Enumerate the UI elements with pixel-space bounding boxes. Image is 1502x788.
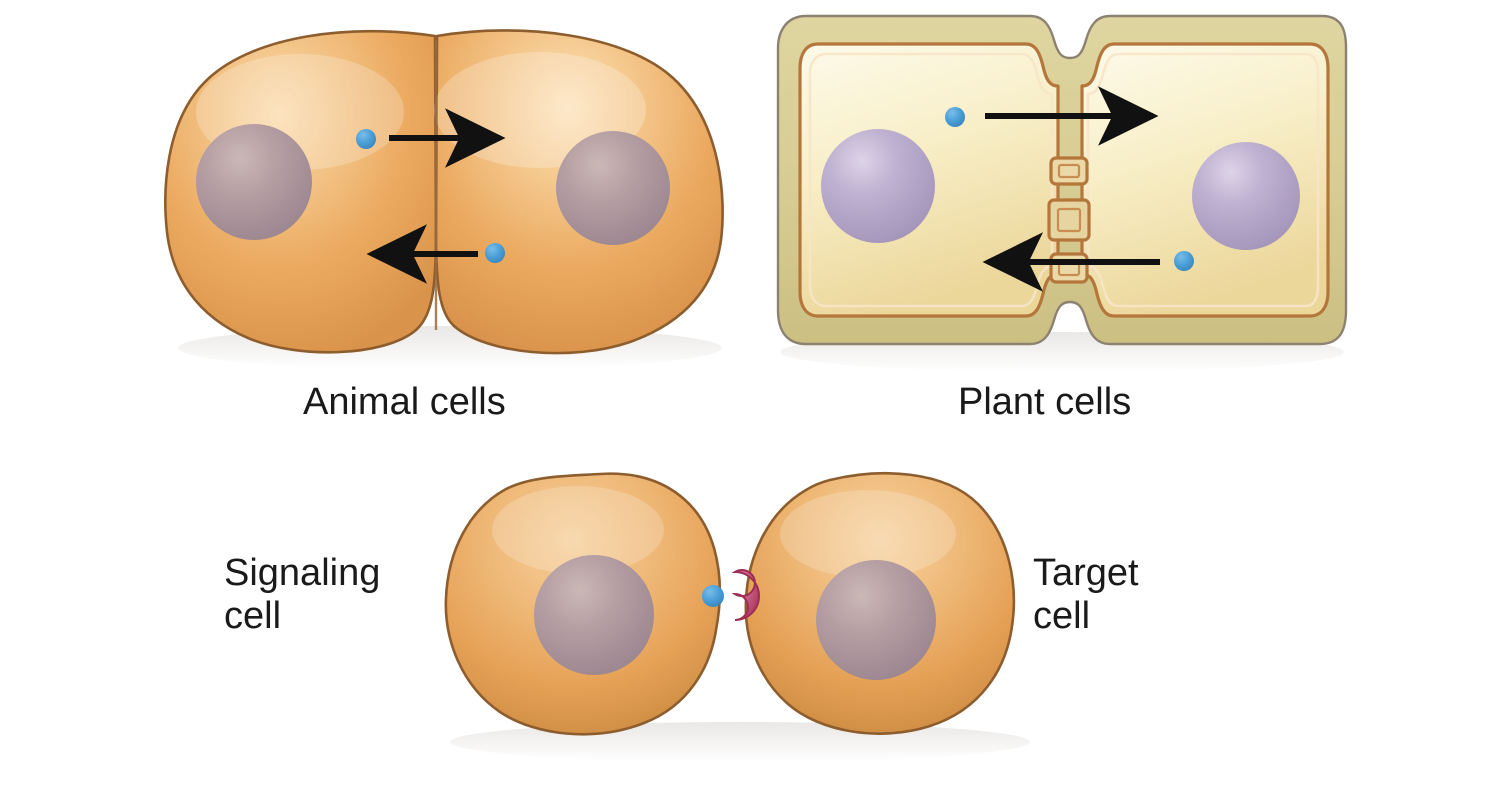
animal-cell-right[interactable] [434, 29, 724, 355]
label-signaling-cell: Signaling cell [224, 552, 381, 638]
plant-cell-left-nucleus [821, 129, 935, 243]
receptor-highlight [729, 575, 743, 589]
membrane-receptor[interactable] [729, 569, 760, 621]
target-cell-nucleus [816, 560, 936, 680]
plasmodesma-3 [1049, 252, 1089, 284]
animal-signal-molecule-right [485, 243, 505, 263]
signaling-cell-highlight [492, 486, 664, 574]
animal-cell-left-nucleus [196, 124, 312, 240]
label-animal-cells: Animal cells [303, 381, 506, 423]
plant-cell-right[interactable] [1080, 42, 1330, 318]
animal-signal-molecule-left [356, 129, 376, 149]
plant-cell-right-nucleus [1192, 142, 1300, 250]
label-plant-cells: Plant cells [958, 381, 1132, 423]
bound-signal-molecule [702, 585, 724, 607]
plant-cell-left[interactable] [798, 42, 1060, 318]
target-cell[interactable] [744, 472, 1016, 735]
plasmodesma-1-inner [1057, 163, 1081, 179]
target-cell-highlight [780, 490, 956, 578]
panel-animal-cells [164, 29, 724, 370]
signaling-cell-nucleus [534, 555, 654, 675]
panel-signaling-target-cells [444, 472, 1030, 762]
panel-plant-cells [776, 14, 1348, 372]
plasmodesma-2-inner [1056, 207, 1082, 233]
plasmodesma-1 [1049, 156, 1089, 186]
plasmodesma-2 [1047, 198, 1091, 242]
animal-cell-right-nucleus [556, 131, 670, 245]
plant-signal-molecule-left [945, 107, 965, 127]
animal-cell-left[interactable] [164, 29, 438, 354]
label-target-cell: Target cell [1033, 552, 1139, 638]
plant-signal-molecule-right [1174, 251, 1194, 271]
signaling-cell[interactable] [444, 472, 722, 736]
